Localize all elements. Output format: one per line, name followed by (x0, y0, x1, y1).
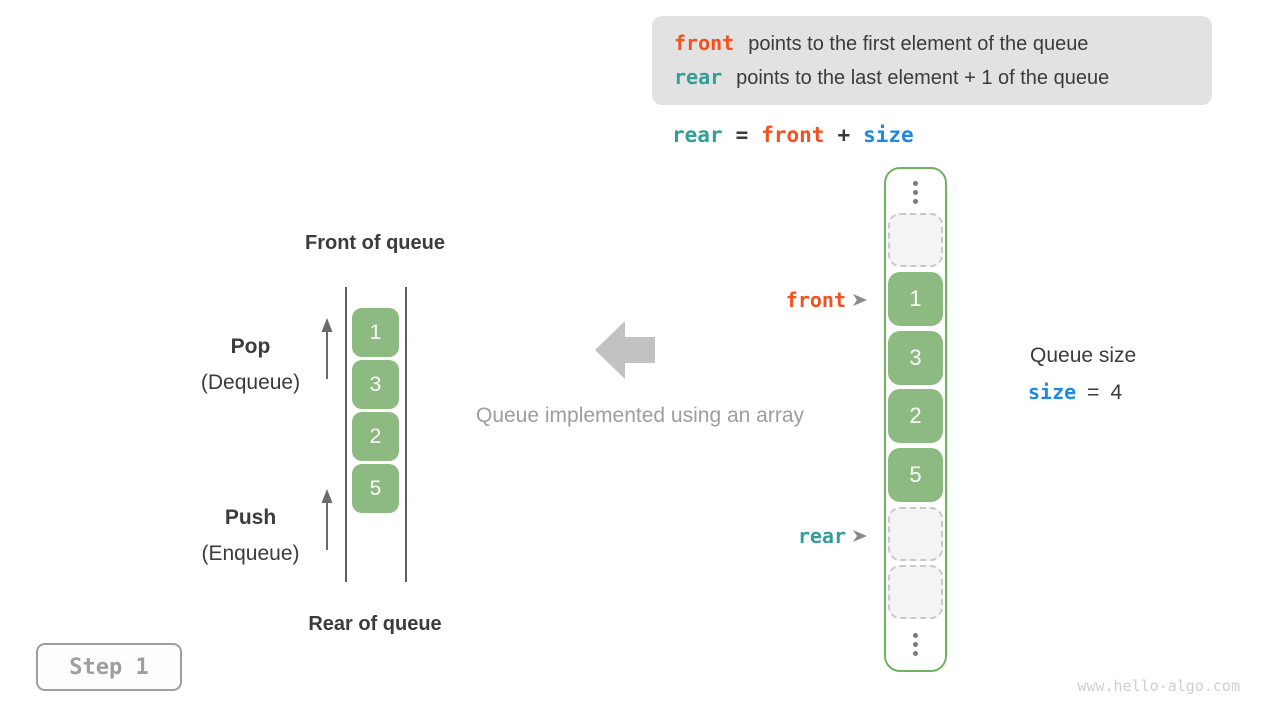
front-definition-text: points to the first element of the queue (748, 33, 1089, 55)
front-of-queue-label: Front of queue (305, 232, 445, 254)
rear-keyword: rear (674, 65, 723, 89)
step-badge: Step 1 (36, 643, 182, 691)
left-block-arrow-icon (595, 321, 655, 379)
step-badge-label: Step 1 (69, 654, 149, 680)
queue-cell: 2 (352, 412, 399, 461)
up-arrow-icon (321, 318, 333, 379)
formula-equals-token: = (735, 123, 749, 147)
size-value: 4 (1110, 381, 1123, 404)
array-slot-empty (888, 213, 943, 267)
arrowhead-icon (853, 530, 867, 542)
dequeue-sublabel: (Dequeue) (200, 371, 301, 394)
ellipsis-dot (913, 651, 918, 656)
rear-of-queue-label: Rear of queue (308, 613, 442, 635)
vertical-ellipsis-icon (913, 181, 918, 204)
rear-formula: rear = front + size (672, 123, 914, 147)
queue-cell: 3 (352, 360, 399, 409)
formula-size-token: size (863, 123, 914, 147)
queue-size-value-line: size = 4 (1028, 380, 1122, 405)
push-label: Push (224, 506, 277, 529)
formula-plus-token: + (837, 123, 851, 147)
size-keyword: size (1028, 380, 1077, 404)
vertical-ellipsis-icon (913, 633, 918, 656)
front-keyword: front (674, 31, 735, 55)
ellipsis-dot (913, 642, 918, 647)
array-slot: 1 (888, 272, 943, 326)
queue-channel-left-wall (345, 287, 347, 582)
formula-rear-token: rear (672, 123, 723, 147)
watermark: www.hello-algo.com (1077, 677, 1240, 695)
array-slot: 3 (888, 331, 943, 385)
queue-cell: 1 (352, 308, 399, 357)
enqueue-sublabel: (Enqueue) (201, 542, 300, 565)
front-pointer-label: front (785, 288, 846, 312)
ellipsis-dot (913, 181, 918, 186)
size-equals: = (1087, 381, 1100, 404)
formula-front-token: front (761, 123, 825, 147)
diagram-caption: Queue implemented using an array (475, 404, 805, 427)
queue-cell: 5 (352, 464, 399, 513)
pop-label: Pop (230, 335, 271, 358)
array-slot-empty (888, 507, 943, 561)
ellipsis-dot (913, 190, 918, 195)
left-queue-cells: 1 3 2 5 (352, 308, 399, 513)
array-slot: 5 (888, 448, 943, 502)
ellipsis-dot (913, 633, 918, 638)
pointer-definitions-box: front points to the first element of the… (652, 16, 1212, 105)
up-arrow-icon (321, 489, 333, 550)
front-definition-line: front points to the first element of the… (674, 31, 1212, 56)
arrowhead-icon (853, 294, 867, 306)
rear-definition-text: points to the last element + 1 of the qu… (736, 67, 1110, 89)
rear-definition-line: rear points to the last element + 1 of t… (674, 65, 1212, 90)
rear-pointer-label: rear (797, 524, 846, 548)
ellipsis-dot (913, 199, 918, 204)
array-slot-empty (888, 565, 943, 619)
queue-size-title: Queue size (1030, 344, 1137, 367)
array-slot: 2 (888, 389, 943, 443)
queue-channel-right-wall (405, 287, 407, 582)
